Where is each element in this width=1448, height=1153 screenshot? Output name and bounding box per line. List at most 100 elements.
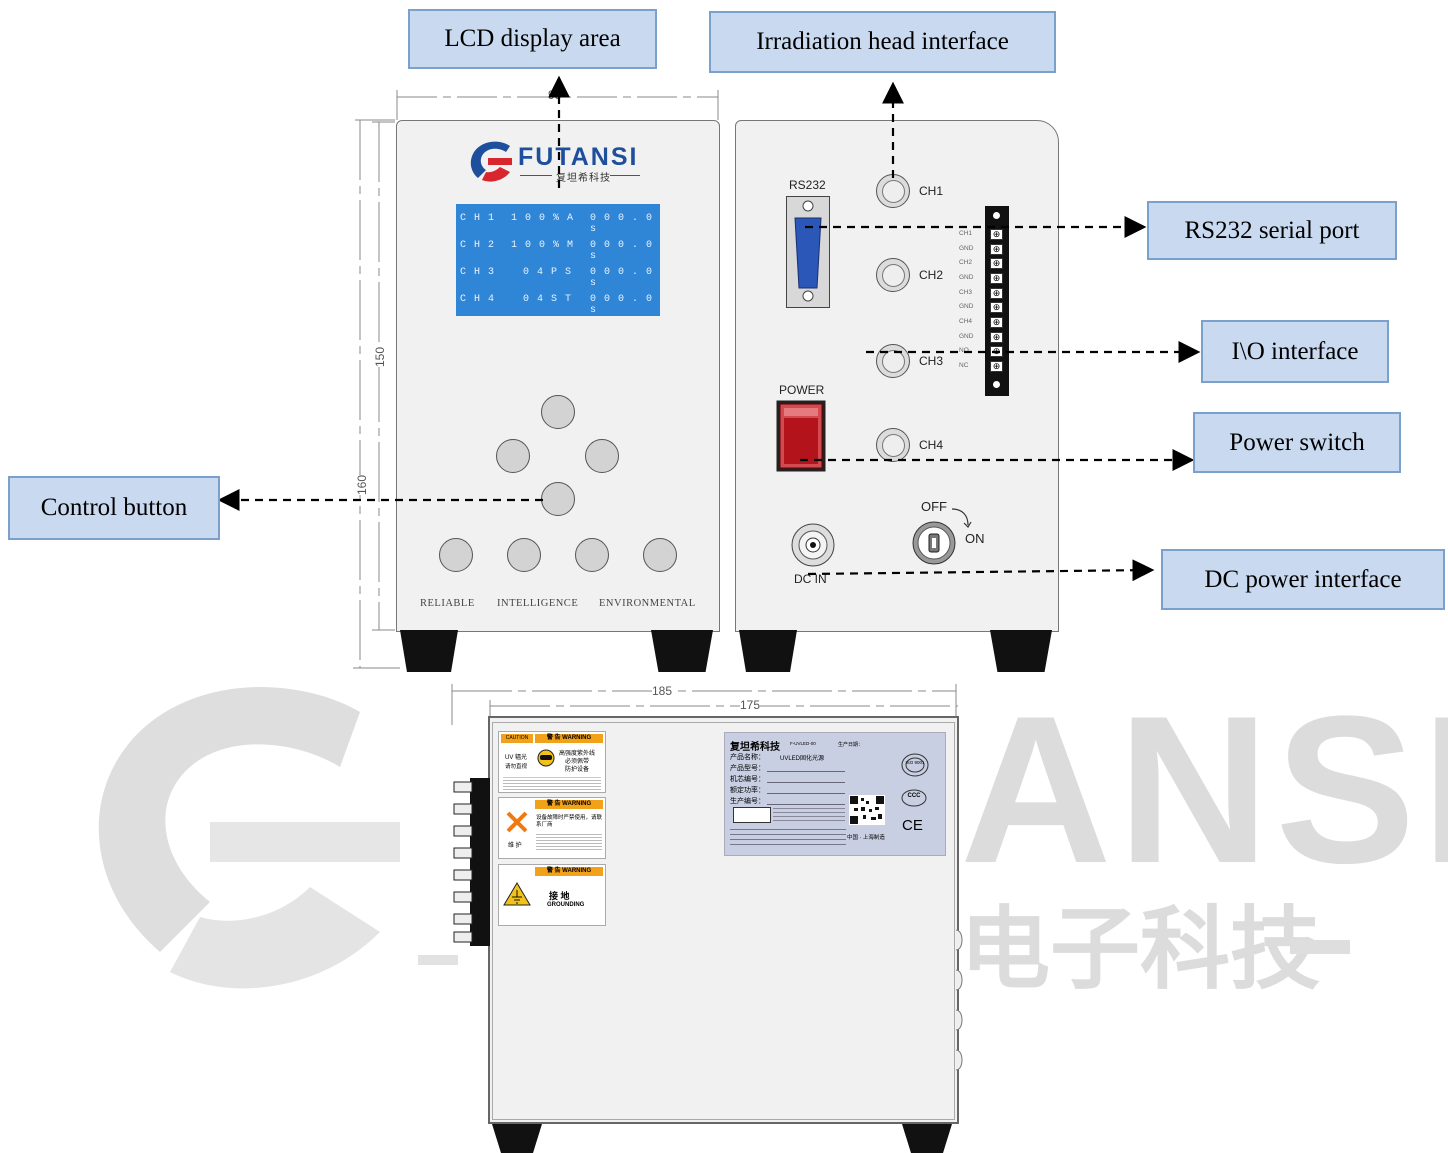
ground-en: GROUNDING <box>547 902 585 908</box>
rs232-port[interactable] <box>786 196 830 308</box>
qr-code-icon <box>849 795 885 825</box>
terminal-label-1: CH1 <box>959 230 973 237</box>
rear-foot-right <box>990 630 1052 672</box>
watermark-dash <box>1290 940 1350 954</box>
function-button-3[interactable] <box>575 538 609 572</box>
function-button-4[interactable] <box>643 538 677 572</box>
ch3-label: CH3 <box>919 354 944 368</box>
lcd-row-1-mode: 1 0 0 % A <box>511 213 575 224</box>
power-label: POWER <box>779 383 825 397</box>
nameplate-date-label: 生产日期： <box>838 742 864 748</box>
terminal-screw-5[interactable]: ⊕ <box>990 288 1003 299</box>
control-button-right[interactable] <box>585 439 619 473</box>
watermark-brand-text: ANSI <box>960 672 1448 907</box>
ch2-connector[interactable] <box>876 258 910 292</box>
front-foot-right <box>651 630 713 672</box>
nameplate-lines <box>767 761 845 805</box>
callout-dc-power-interface: DC power interface <box>1161 549 1445 610</box>
dim-side-inner: 175 <box>740 698 761 712</box>
terminal-screw-10[interactable]: ⊕ <box>990 361 1003 372</box>
terminal-screw-6[interactable]: ⊕ <box>990 302 1003 313</box>
ch2-label: CH2 <box>919 268 944 282</box>
front-foot-left <box>400 630 458 672</box>
iso-9001-icon <box>901 753 929 777</box>
lcd-row-2-time: 0 0 0 . 0 s <box>590 240 654 262</box>
terminal-screw-2[interactable]: ⊕ <box>990 244 1003 255</box>
nameplate: 复坦希科技 F-UVLED-00 生产日期： 产品名称： UVLED固化光源 产… <box>724 732 946 856</box>
repair-text: 设备故障时严禁使用，请联系厂商 <box>536 815 603 828</box>
control-button-down[interactable] <box>541 482 575 516</box>
futansi-logo-icon <box>470 141 512 182</box>
dc-in-jack[interactable] <box>790 522 836 568</box>
iso-label: ISO 9001 <box>905 760 925 765</box>
terminal-top-screw <box>993 212 1000 219</box>
nameplate-field-5: 生产编号： <box>730 798 765 805</box>
slogan-environmental: ENVIRONMENTAL <box>599 598 696 609</box>
nameplate-field-1: 产品名称： <box>730 754 765 761</box>
ch1-connector[interactable] <box>876 174 910 208</box>
callout-io-interface: I\O interface <box>1201 320 1389 383</box>
made-in-text: 中国 · 上海制造 <box>847 835 885 841</box>
ccc-mark-icon <box>901 789 927 807</box>
lcd-row-2-channel: C H 2 <box>460 240 496 251</box>
fine-print-1 <box>503 777 601 790</box>
terminal-bottom-screw <box>993 381 1000 388</box>
terminal-screw-3[interactable]: ⊕ <box>990 258 1003 269</box>
nameplate-model-code: F-UVLED-00 <box>790 741 816 746</box>
callout-rs232-serial-port: RS232 serial port <box>1147 201 1397 260</box>
terminal-label-2: GND <box>959 245 974 252</box>
terminal-label-6: GND <box>959 303 974 310</box>
slogan-intelligence: INTELLIGENCE <box>497 598 579 609</box>
callout-irradiation-head-interface: Irradiation head interface <box>709 11 1056 73</box>
rs232-label: RS232 <box>789 178 826 192</box>
warning-header-1: 警 告 WARNING <box>535 734 603 743</box>
terminal-screw-1[interactable]: ⊕ <box>990 229 1003 240</box>
nameplate-product-name: UVLED固化光源 <box>780 756 825 762</box>
lcd-row-3-mode: 0 4 P S <box>523 267 573 278</box>
brand-name: FUTANSI <box>518 143 639 171</box>
ch3-connector[interactable] <box>876 344 910 378</box>
nameplate-footer-lines <box>730 825 846 845</box>
function-button-2[interactable] <box>507 538 541 572</box>
lcd-row-1-time: 0 0 0 . 0 s <box>590 213 654 235</box>
control-button-left[interactable] <box>496 439 530 473</box>
caution-tag: CAUTION <box>501 734 533 743</box>
callout-control-button: Control button <box>8 476 220 540</box>
uv-text-2: 请勿直视 <box>505 764 528 770</box>
function-button-1[interactable] <box>439 538 473 572</box>
terminal-screw-8[interactable]: ⊕ <box>990 332 1003 343</box>
protect-text-3: 防护设备 <box>565 767 590 773</box>
warning-label-uv: CAUTION 警 告 WARNING UV 辐光 请勿直视 高强度紫外线 必须… <box>498 731 606 793</box>
callout-power-switch: Power switch <box>1193 412 1401 473</box>
repair-label: 维 护 <box>508 843 522 849</box>
lcd-row-4-time: 0 0 0 . 0 s <box>590 294 654 316</box>
terminal-label-3: CH2 <box>959 259 973 266</box>
key-switch[interactable] <box>912 521 956 565</box>
dim-side-outer: 185 <box>652 684 673 698</box>
side-foot-left <box>492 1124 542 1153</box>
terminal-screw-7[interactable]: ⊕ <box>990 317 1003 328</box>
uv-text: UV 辐光 <box>505 755 528 761</box>
warning-label-repair: 警 告 WARNING 维 护 设备故障时严禁使用，请联系厂商 <box>498 797 606 859</box>
terminal-label-10: NC <box>959 362 969 369</box>
tools-icon <box>506 811 528 833</box>
ce-mark: CE <box>902 817 923 834</box>
side-terminal-strip <box>453 778 490 946</box>
ch4-connector[interactable] <box>876 428 910 462</box>
goggles-icon <box>537 749 555 767</box>
nameplate-title: 复坦希科技 <box>730 742 780 753</box>
protect-text-2: 必须佩带 <box>565 759 590 765</box>
grounding-warning-icon <box>503 882 531 906</box>
lcd-row-3-channel: C H 3 <box>460 267 496 278</box>
nameplate-barcode-box <box>733 807 771 823</box>
fine-print-2 <box>536 832 602 852</box>
watermark-chinese-text: 电子科技 <box>960 900 1320 1000</box>
control-button-up[interactable] <box>541 395 575 429</box>
terminal-label-7: CH4 <box>959 318 973 325</box>
terminal-label-9: NO <box>959 347 969 354</box>
terminal-screw-4[interactable]: ⊕ <box>990 273 1003 284</box>
terminal-label-4: GND <box>959 274 974 281</box>
